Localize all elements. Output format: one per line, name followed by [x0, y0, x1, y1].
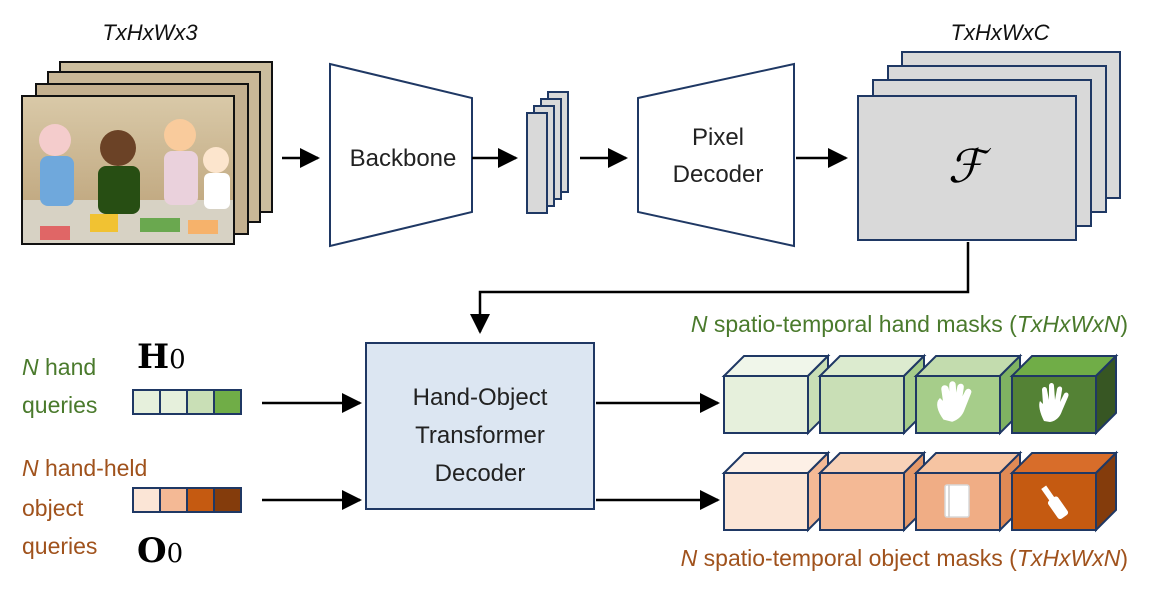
- backbone-block: Backbone: [329, 62, 473, 248]
- arrow-features-to-transformer: [470, 242, 970, 334]
- object-query-cells: [132, 487, 242, 513]
- hand-query-cell: [132, 389, 161, 415]
- object-mask-cubes: [721, 450, 1119, 533]
- features-dims-label: TxHxWxC: [951, 20, 1050, 45]
- pixel-decoder-label-line2: Decoder: [673, 161, 764, 188]
- object-queries-line1: hand-held: [39, 455, 148, 481]
- hand-query-cells: [132, 389, 242, 415]
- object-mask-cube: [913, 450, 1023, 533]
- hand-mask-cube: [817, 353, 927, 436]
- hand-icon: [1039, 383, 1069, 422]
- transformer-label-line2: Transformer: [415, 422, 545, 449]
- hand-queries-label: N hand queries: [22, 354, 97, 418]
- hand-queries-line2: queries: [22, 392, 97, 418]
- object-query-cell: [213, 487, 242, 513]
- object-queries-symbol: O0: [137, 531, 183, 571]
- input-dims-label: TxHxWx3: [102, 20, 198, 45]
- input-frame-stack: [21, 61, 273, 245]
- backbone-feature-stack: [526, 91, 569, 214]
- hand-queries-symbol: H0: [137, 337, 186, 377]
- object-queries-n: N: [22, 455, 39, 481]
- hand-query-cell: [186, 389, 215, 415]
- object-query-cell: [186, 487, 215, 513]
- object-mask-cube: [1009, 450, 1119, 533]
- object-mask-cube: [817, 450, 927, 533]
- transformer-decoder-block: Hand-Object Transformer Decoder: [365, 342, 595, 510]
- hand-mask-cube: [721, 353, 831, 436]
- pixel-decoder-block: Pixel Decoder: [637, 62, 795, 248]
- hand-mask-cube: [913, 353, 1023, 436]
- input-frame-image: [21, 95, 235, 245]
- hand-mask-cube: [1009, 353, 1119, 436]
- book-icon: [944, 484, 970, 518]
- object-query-cell: [159, 487, 188, 513]
- object-queries-line3: queries: [22, 533, 97, 559]
- object-queries-line2: object: [22, 495, 84, 521]
- object-mask-cube: [721, 450, 831, 533]
- hand-masks-caption: N spatio-temporal hand masks (TxHxWxN): [691, 311, 1128, 337]
- backbone-label: Backbone: [350, 145, 457, 172]
- object-query-cell: [132, 487, 161, 513]
- hand-queries-line1: hand: [39, 354, 97, 380]
- transformer-label-line3: Decoder: [435, 460, 526, 487]
- svg-text:N hand-held: N hand-held: [22, 455, 147, 481]
- hand-query-cell: [159, 389, 188, 415]
- object-masks-caption: N spatio-temporal object masks (TxHxWxN): [681, 545, 1128, 571]
- svg-text:N hand: N hand: [22, 354, 96, 380]
- hand-query-cell: [213, 389, 242, 415]
- bottle-icon: [1041, 485, 1069, 520]
- hand-queries-n: N: [22, 354, 39, 380]
- pixel-decoder-label-line1: Pixel: [692, 124, 744, 151]
- hand-outline-icon: [937, 381, 972, 422]
- object-queries-label: N hand-held object queries: [22, 455, 147, 559]
- transformer-label-line1: Hand-Object: [413, 384, 548, 411]
- pixel-feature-stack: ℱ: [857, 51, 1121, 241]
- hand-mask-cubes: [721, 353, 1119, 436]
